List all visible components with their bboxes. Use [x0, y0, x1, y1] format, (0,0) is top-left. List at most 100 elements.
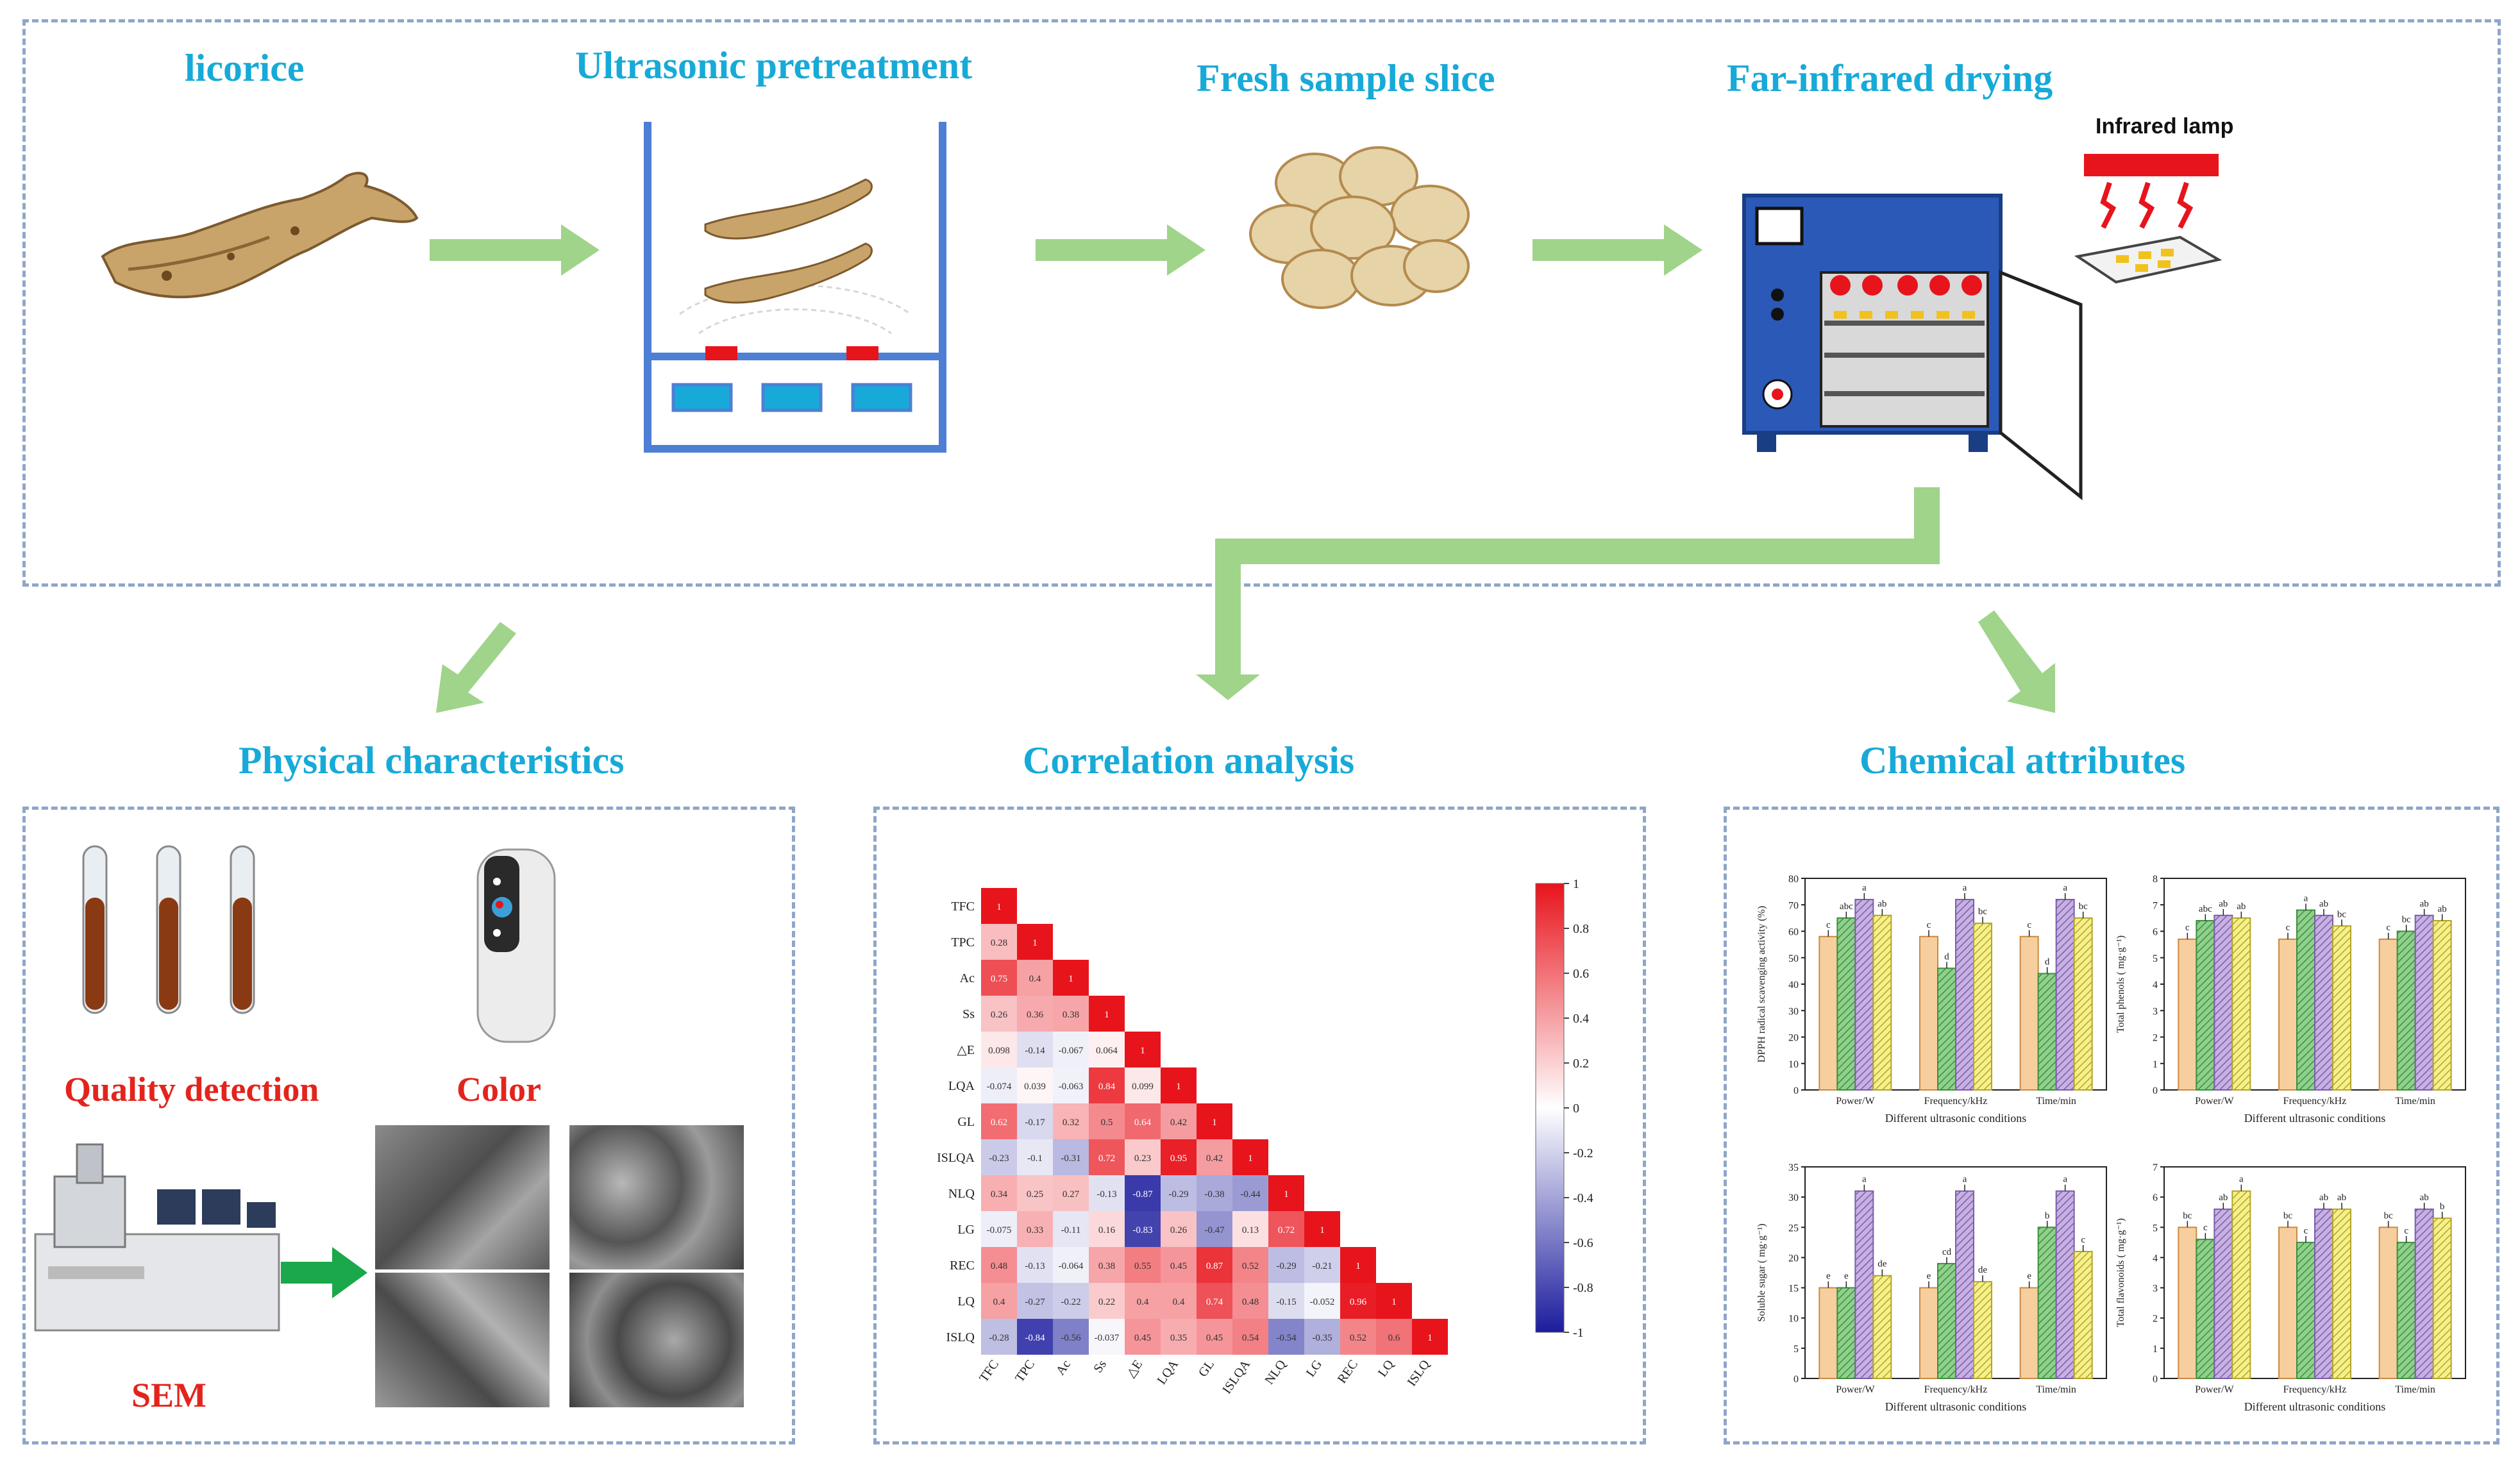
heatmap-cell-label: 0.62 — [991, 1118, 1007, 1128]
heatmap-cell-label: 0.4 — [1137, 1297, 1149, 1307]
bar — [2037, 1226, 2057, 1379]
bar — [2073, 917, 2093, 1091]
significance-letter: bc — [2384, 1210, 2394, 1221]
heatmap-cell — [1197, 1319, 1232, 1355]
heatmap-cell-label: 1 — [1320, 1225, 1325, 1235]
sem-image-3 — [375, 1273, 550, 1407]
bar — [1937, 967, 1956, 1091]
heatmap-cell — [1089, 996, 1125, 1032]
y-tick-label: 50 — [1788, 953, 1799, 964]
bar — [2019, 935, 2039, 1091]
heatmap-cell-label: 1 — [1140, 1046, 1145, 1056]
heatmap-cell — [981, 1103, 1017, 1139]
bar — [2396, 930, 2416, 1091]
heatmap-cell — [1089, 1032, 1125, 1067]
heatmap-cell — [1197, 1175, 1232, 1211]
y-tick-label: 5 — [2153, 953, 2158, 964]
significance-letter: bc — [2283, 1210, 2293, 1221]
y-tick-label: 20 — [1788, 1033, 1799, 1044]
heatmap-col-label: ISLQ — [1405, 1357, 1433, 1389]
heatmap-cell-label: 0.42 — [1170, 1118, 1187, 1128]
bar — [2332, 925, 2351, 1091]
bar — [2055, 899, 2075, 1091]
bar — [1937, 1262, 1956, 1379]
y-tick-label: 4 — [2153, 980, 2158, 991]
heatmap-cell — [1161, 1175, 1197, 1211]
bar — [1836, 1287, 1856, 1379]
bar — [2432, 1218, 2452, 1380]
significance-letter: c — [2304, 1226, 2308, 1236]
heatmap-cell-label: 0.45 — [1134, 1333, 1151, 1343]
heatmap-cell — [1412, 1319, 1448, 1355]
bar — [1854, 1190, 1874, 1379]
heatmap-cell-label: 0.45 — [1170, 1261, 1187, 1271]
heatmap-cell — [1161, 1067, 1197, 1103]
heatmap-col-label: △E — [1123, 1357, 1145, 1380]
heatmap-cell-label: 1 — [1248, 1153, 1253, 1164]
bar — [1872, 1275, 1892, 1379]
x-category-label: Power/W — [1836, 1096, 1875, 1107]
bar — [2196, 920, 2215, 1091]
heatmap-cell-label: 0.55 — [1134, 1261, 1151, 1271]
heatmap-cell-label: -0.23 — [989, 1153, 1009, 1164]
bar — [2414, 1209, 2434, 1379]
arrow-down-right — [1978, 610, 2055, 713]
heatmap-cell — [981, 924, 1017, 960]
heatmap-cell-label: -0.14 — [1025, 1046, 1045, 1056]
heatmap-cell-label: 1 — [1068, 974, 1073, 984]
heatmap-cell — [1017, 1283, 1053, 1319]
significance-letter: ab — [2438, 904, 2447, 914]
heatmap-cell-label: 0.26 — [991, 1010, 1008, 1020]
heatmap-cell — [1232, 1175, 1268, 1211]
physical-panel — [22, 807, 795, 1444]
significance-letter: c — [1927, 920, 1931, 930]
bar-chart-dpph: 01020304050607080cabcaabPower/WcdabcFreq… — [1756, 874, 2107, 1125]
y-tick-label: 4 — [2153, 1253, 2158, 1264]
colorbar-tick-label: -0.8 — [1573, 1281, 1593, 1295]
heatmap-cell-label: 0.22 — [1098, 1297, 1115, 1307]
bar — [1836, 917, 1856, 1091]
y-tick-label: 60 — [1788, 927, 1799, 938]
heatmap-cell — [1017, 1247, 1053, 1283]
significance-letter: ab — [2219, 899, 2228, 909]
heatmap-cell — [1268, 1319, 1304, 1355]
heatmap-colorbar — [1535, 883, 1565, 1333]
bar — [2196, 1239, 2215, 1379]
bar — [2231, 917, 2251, 1091]
y-tick-label: 30 — [1788, 1006, 1799, 1017]
x-category-label: Frequency/kHz — [1924, 1384, 1988, 1395]
x-category-label: Time/min — [2036, 1096, 2076, 1107]
sem-label: SEM — [131, 1376, 207, 1414]
heatmap-cell — [1125, 1139, 1161, 1175]
heatmap-cell — [1161, 1139, 1197, 1175]
heatmap-cell-label: 1 — [1176, 1082, 1181, 1092]
heatmap-cell — [1125, 1175, 1161, 1211]
heatmap-row-label: ISLQ — [946, 1330, 975, 1344]
ultrasonic-bath-illustration — [644, 122, 946, 453]
heatmap-row-label: ISLQA — [937, 1151, 975, 1165]
significance-letter: c — [2286, 923, 2290, 933]
y-tick-label: 8 — [2153, 874, 2158, 885]
bar — [2314, 1209, 2333, 1379]
heatmap-cell — [1197, 1103, 1232, 1139]
heatmap-row-label: NLQ — [948, 1187, 975, 1201]
colorbar-tick-label: 0.2 — [1573, 1057, 1589, 1071]
bar — [2178, 938, 2197, 1091]
heatmap-cell — [981, 1211, 1017, 1247]
bar — [2296, 909, 2315, 1091]
heatmap-cell-label: 0.64 — [1134, 1118, 1152, 1128]
significance-letter: e — [1844, 1271, 1849, 1282]
heatmap-cell — [1017, 1067, 1053, 1103]
bar — [2296, 1241, 2315, 1379]
y-tick-label: 5 — [1793, 1344, 1799, 1355]
heatmap-cell-label: 0.52 — [1242, 1261, 1259, 1271]
heatmap-cell-label: 1 — [1427, 1333, 1432, 1343]
significance-letter: c — [1826, 920, 1831, 930]
heatmap-cell-label: 0.52 — [1350, 1333, 1366, 1343]
heatmap-cell-label: -0.54 — [1276, 1333, 1297, 1343]
y-tick-label: 7 — [2153, 1162, 2158, 1173]
heatmap-row-label: Ac — [960, 971, 975, 985]
heatmap-cell — [981, 1032, 1017, 1067]
heatmap-cell-label: 1 — [1212, 1118, 1217, 1128]
